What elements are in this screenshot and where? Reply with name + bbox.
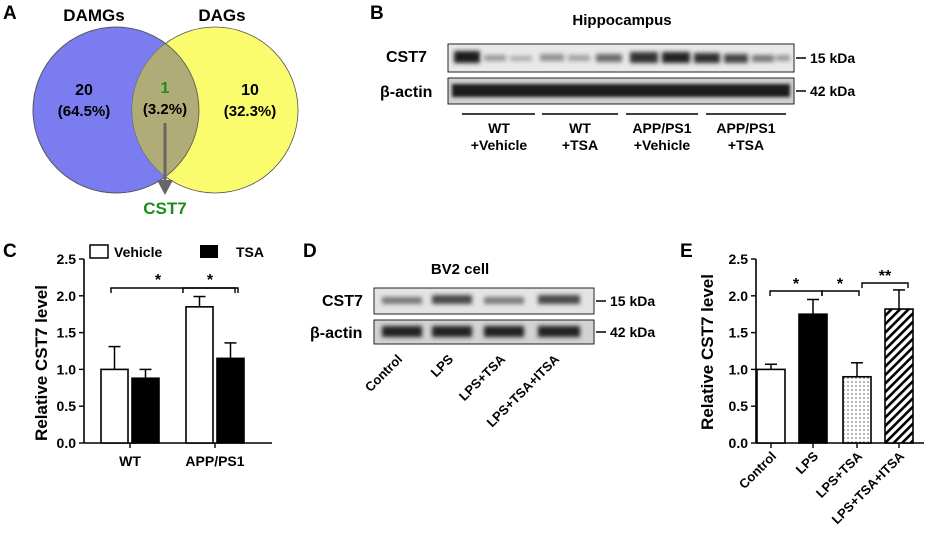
chart-e-bar-3 bbox=[842, 375, 872, 444]
chart-c-bar-tsa-2 bbox=[216, 357, 245, 444]
venn-left-title: DAMGs bbox=[63, 6, 124, 25]
blot-b-size-15: 15 kDa bbox=[810, 50, 855, 66]
blot-d-row-actin: β-actin bbox=[310, 325, 362, 342]
venn-gene-label: CST7 bbox=[143, 199, 186, 218]
chart-c-legend-vehicle: Vehicle bbox=[114, 244, 162, 260]
chart-e-bar-2 bbox=[798, 313, 828, 444]
blot-bv2-panel: D BV2 cell CST7 β-actin 15 kDa 42 kDa Co… bbox=[303, 241, 655, 430]
panel-label-c: C bbox=[3, 241, 17, 262]
chart-c-ytick-label: 2.0 bbox=[57, 288, 77, 304]
chart-e-xtick-label: LPS bbox=[793, 448, 822, 477]
chart-c-ytick-label: 0.0 bbox=[57, 435, 77, 451]
chart-e-ytick-label: 0.5 bbox=[729, 398, 749, 414]
blot-b-group-2-line2: +TSA bbox=[562, 137, 598, 153]
chart-c: C Relative CST7 level Vehicle TSA * * 0.… bbox=[3, 241, 272, 469]
blot-b-group-4-line2: +TSA bbox=[728, 137, 764, 153]
blot-d-row-cst7: CST7 bbox=[322, 293, 363, 310]
chart-e-xtick-label: Control bbox=[736, 449, 779, 492]
venn-right-title: DAGs bbox=[198, 6, 245, 25]
chart-e: E Relative CST7 level * * ** 0.0 0.5 1.0 1.… bbox=[680, 241, 924, 527]
blot-b-group-4-line1: APP/PS1 bbox=[716, 120, 775, 136]
chart-e-star-2: * bbox=[837, 276, 844, 293]
chart-c-bar-vehicle-2 bbox=[185, 306, 214, 444]
blot-b-actin-strip bbox=[447, 77, 795, 105]
venn-right-count: 10 bbox=[241, 82, 259, 99]
blot-b-group-1-line2: +Vehicle bbox=[471, 137, 528, 153]
blot-b-size-42: 42 kDa bbox=[810, 83, 855, 99]
blot-b-cst7-strip bbox=[447, 43, 795, 73]
blot-b-row-cst7: CST7 bbox=[386, 49, 427, 66]
panel-label-e: E bbox=[680, 241, 693, 262]
chart-c-star-1: * bbox=[155, 272, 162, 289]
venn-left-pct: (64.5%) bbox=[58, 103, 111, 120]
blot-d-lane-3: LPS+TSA bbox=[456, 351, 509, 404]
blot-b-group-1-line1: WT bbox=[488, 120, 510, 136]
chart-c-bar-vehicle-1 bbox=[100, 368, 129, 444]
blot-b-group-3-line1: APP/PS1 bbox=[632, 120, 691, 136]
panel-label-d: D bbox=[303, 241, 317, 262]
chart-e-ytick-label: 1.0 bbox=[729, 361, 749, 377]
venn-left-count: 20 bbox=[75, 82, 93, 99]
blot-b-group-2-line1: WT bbox=[569, 120, 591, 136]
chart-c-legend: Vehicle TSA bbox=[89, 244, 264, 260]
venn-overlap-pct: (3.2%) bbox=[143, 101, 187, 118]
chart-e-xtick-label: LPS+TSA+ITSA bbox=[829, 448, 908, 527]
chart-c-star-2: * bbox=[207, 272, 214, 289]
chart-e-star-1: * bbox=[793, 276, 800, 293]
chart-c-ylabel: Relative CST7 level bbox=[32, 285, 51, 441]
blot-d-lane-1: Control bbox=[362, 352, 405, 395]
chart-e-sig-brackets bbox=[769, 282, 909, 296]
blot-b-row-actin: β-actin bbox=[380, 84, 432, 101]
chart-e-ytick-label: 1.5 bbox=[729, 325, 749, 341]
venn-overlap-count: 1 bbox=[161, 80, 170, 97]
venn-panel: A DAMGs DAGs 20 (64.5%) 1 (3.2%) 10 (32.… bbox=[3, 3, 299, 218]
chart-c-xtick-label: WT bbox=[119, 453, 141, 469]
chart-c-ytick-label: 1.0 bbox=[57, 361, 77, 377]
chart-c-ytick-label: 1.5 bbox=[57, 325, 77, 341]
chart-c-bar-tsa-1 bbox=[131, 377, 160, 444]
panel-label-a: A bbox=[3, 3, 17, 24]
panel-label-b: B bbox=[370, 3, 384, 24]
blot-d-actin-strip bbox=[373, 319, 595, 345]
chart-c-sig-brackets bbox=[110, 287, 239, 293]
chart-e-ytick-label: 0.0 bbox=[729, 435, 749, 451]
blot-b-title: Hippocampus bbox=[572, 12, 671, 29]
chart-c-ytick-label: 2.5 bbox=[57, 251, 77, 267]
chart-c-xtick-label: APP/PS1 bbox=[185, 453, 244, 469]
blot-d-title: BV2 cell bbox=[431, 261, 489, 278]
blot-d-cst7-strip bbox=[373, 287, 595, 315]
venn-arrow bbox=[157, 123, 173, 195]
blot-hippocampus-panel: B Hippocampus CST7 β-actin 15 kDa 42 kDa bbox=[370, 3, 855, 153]
chart-e-ytick-label: 2.5 bbox=[729, 251, 749, 267]
blot-d-lane-2: LPS bbox=[428, 351, 457, 380]
chart-c-ytick-label: 0.5 bbox=[57, 398, 77, 414]
venn-overlap bbox=[132, 27, 199, 193]
blot-b-group-3-line2: +Vehicle bbox=[634, 137, 691, 153]
chart-e-bar-1 bbox=[756, 368, 786, 444]
blot-d-size-15: 15 kDa bbox=[610, 293, 655, 309]
blot-d-size-42: 42 kDa bbox=[610, 324, 655, 340]
chart-e-ytick-label: 2.0 bbox=[729, 288, 749, 304]
chart-c-legend-tsa: TSA bbox=[236, 244, 264, 260]
chart-e-ylabel: Relative CST7 level bbox=[698, 274, 717, 430]
chart-e-star-3: ** bbox=[879, 268, 892, 285]
venn-right-pct: (32.3%) bbox=[224, 103, 277, 120]
chart-e-bar-4 bbox=[884, 308, 914, 444]
